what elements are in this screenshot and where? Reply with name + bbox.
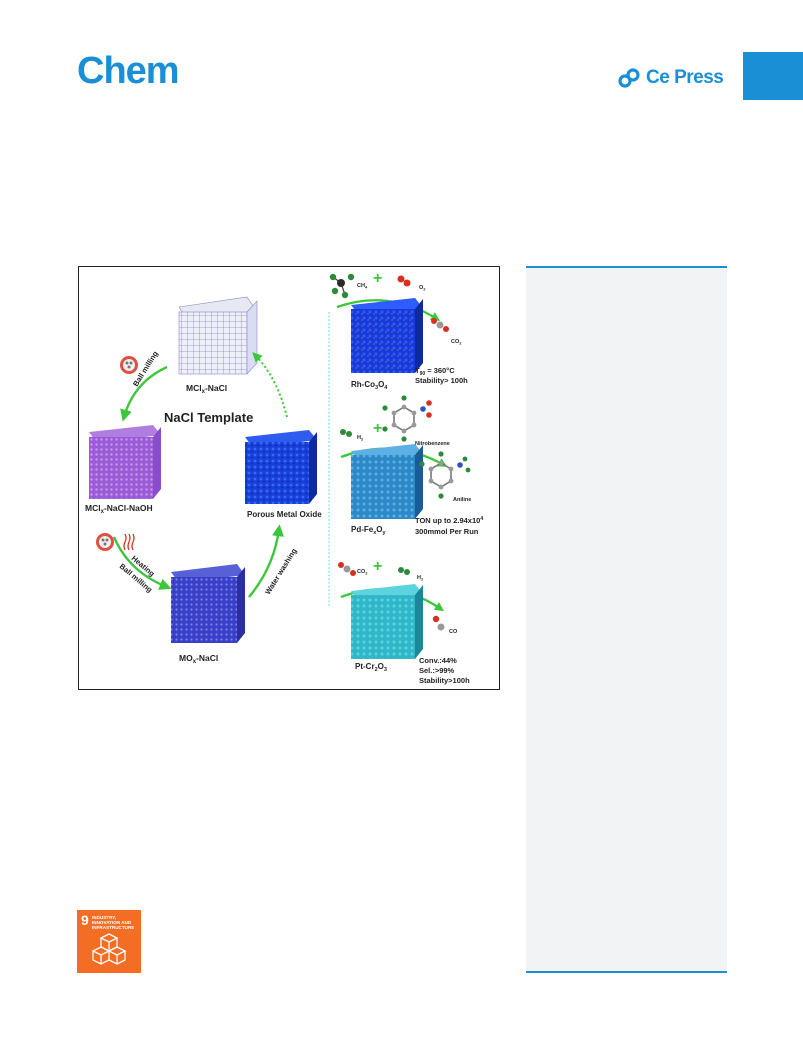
o2-molecule-icon (397, 275, 411, 287)
label-mclx-nacl-naoh: MClx-NaCl-NaOH (85, 503, 153, 515)
svg-text:O2: O2 (419, 285, 426, 292)
svg-text:H2: H2 (417, 575, 424, 582)
svg-text:Nitrobenzene: Nitrobenzene (415, 441, 450, 447)
label-mclx-nacl: MClx-NaCl (186, 383, 227, 395)
svg-text:Pd-FexOy: Pd-FexOy (351, 525, 387, 536)
arrow-recycle-dotted (252, 352, 288, 418)
arrow-ball-milling-heating (112, 536, 172, 590)
sdg-label: Industry, innovation and infrastructure (92, 915, 135, 930)
svg-text:T90 = 360°C: T90 = 360°C (415, 366, 455, 377)
arrow-water-washing (248, 524, 285, 598)
nitrobenzene-molecule-icon (382, 395, 432, 442)
svg-text:CO2: CO2 (451, 339, 462, 346)
abstract-diagram: MClx-NaCl MClx-NaCl-NaOH MOx-NaCl Porous… (85, 270, 483, 685)
cubes-icon (91, 933, 127, 965)
publisher-logo: Ce Press (618, 64, 724, 92)
sidebar-panel (526, 266, 727, 973)
svg-text:H2: H2 (357, 435, 364, 442)
label-porous-metal-oxide: Porous Metal Oxide (247, 510, 322, 519)
aniline-molecule-icon (419, 451, 471, 499)
cube-rh-co3o4 (351, 298, 423, 373)
cube-mclx-nacl-naoh (89, 425, 161, 499)
publisher-name: Ce Press (646, 67, 724, 88)
co-molecule-icon (432, 615, 445, 631)
svg-text:CH4: CH4 (357, 283, 368, 290)
plus-sign-1: + (373, 270, 382, 287)
cube-porous-metal-oxide (245, 430, 317, 504)
plus-sign-3: + (373, 558, 382, 575)
reaction-2: H2 + Nitrobenzene Aniline Pd (340, 395, 483, 536)
arrow-ball-milling-1 (120, 365, 168, 422)
nacl-template-title: NaCl Template (164, 410, 253, 425)
step-water-washing: Water washing (263, 546, 299, 596)
svg-text:Stability>100h: Stability>100h (419, 676, 470, 685)
cube-pt-cr2o3 (351, 584, 423, 659)
heating-icon (123, 533, 135, 551)
plus-sign-2: + (373, 420, 382, 437)
graphical-abstract: MClx-NaCl MClx-NaCl-NaOH MOx-NaCl Porous… (78, 266, 500, 690)
svg-text:Rh-Co3O4: Rh-Co3O4 (351, 380, 388, 391)
sdg-number: 9 (81, 912, 89, 928)
cube-pd-fexoy (351, 444, 423, 519)
svg-text:Aniline: Aniline (453, 497, 471, 503)
reaction-3: CO2 + H2 CO Pt-Cr2O3 Conv.:44% Sel.:>99%… (338, 558, 470, 685)
svg-text:Pt-Cr2O3: Pt-Cr2O3 (355, 662, 387, 673)
co2-molecule-icon-2 (338, 562, 356, 576)
svg-text:Sel.:>99%: Sel.:>99% (419, 666, 455, 675)
cube-mclx-nacl (178, 296, 258, 375)
reaction-1: CH4 + O2 CO2 Rh-Co3O4 T90 = 360°C Stabil… (329, 270, 468, 391)
ch4-molecule-icon (329, 273, 355, 299)
svg-text:TON up to 2.94x104: TON up to 2.94x104 (415, 516, 483, 525)
h2-molecule-icon-1 (340, 429, 352, 437)
label-mox-nacl: MOx-NaCl (179, 653, 218, 665)
ball-mill-icon-2 (96, 533, 114, 551)
ball-mill-icon-1 (120, 356, 138, 374)
h2-molecule-icon-2 (398, 567, 410, 575)
co2-molecule-icon (431, 318, 449, 332)
svg-text:CO: CO (449, 629, 458, 635)
svg-text:300mmol Per Run: 300mmol Per Run (415, 527, 479, 536)
sdg-badge: 9 Industry, innovation and infrastructur… (77, 910, 141, 973)
cube-mox-nacl (171, 564, 245, 643)
svg-text:Conv.:44%: Conv.:44% (419, 656, 457, 665)
cell-press-link-icon (618, 68, 640, 88)
journal-logo: Chem (77, 50, 180, 92)
journal-color-tab (743, 52, 803, 100)
svg-text:CO2: CO2 (357, 569, 368, 576)
svg-text:Stability> 100h: Stability> 100h (415, 376, 468, 385)
